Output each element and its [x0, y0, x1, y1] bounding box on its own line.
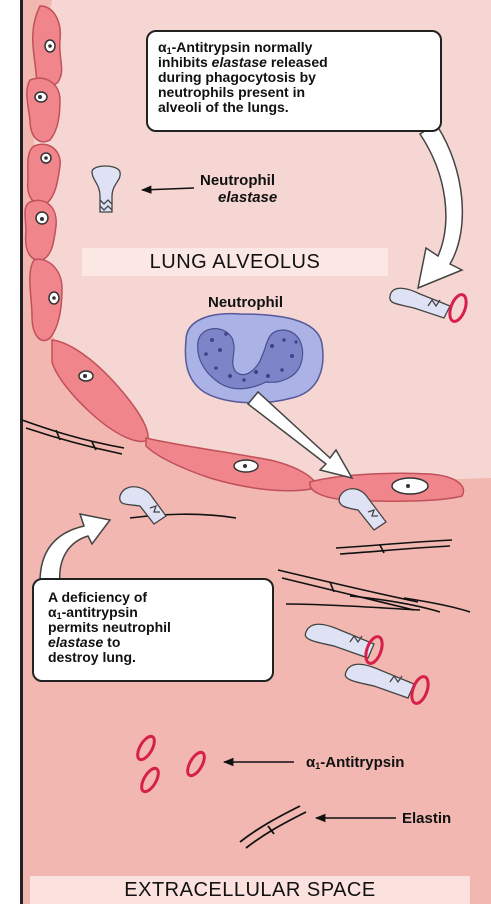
top-callout: α1-Antitrypsin normally inhibits elastas… — [146, 30, 442, 132]
neutrophil-cell — [185, 314, 323, 403]
epithelial-cell — [33, 6, 62, 87]
bottom-callout-line1: A deficiency of — [48, 590, 258, 605]
left-border — [20, 0, 23, 904]
top-callout-line3: during phagocytosis by — [158, 70, 430, 85]
top-callout-line2: inhibits elastase released — [158, 55, 430, 70]
bottom-callout-line2: α1-antitrypsin — [48, 605, 258, 620]
top-callout-line1: α1-Antitrypsin normally — [158, 40, 430, 55]
neutrophil-label: Neutrophil — [208, 294, 283, 311]
neutrophil-elastase-line1: Neutrophil — [200, 172, 277, 189]
top-callout-line5: alveoli of the lungs. — [158, 100, 430, 115]
epithelial-cell — [310, 473, 464, 501]
neutrophil-elastase-line2: elastase — [200, 189, 277, 206]
lung-alveolus-label: LUNG ALVEOLUS — [82, 248, 388, 276]
bottom-callout: A deficiency of α1-antitrypsin permits n… — [32, 578, 274, 682]
elastin-label: Elastin — [402, 810, 451, 827]
extracellular-space-label: EXTRACELLULAR SPACE — [30, 876, 470, 904]
neutrophil-elastase-label: Neutrophil elastase — [200, 172, 277, 206]
bottom-callout-line5: destroy lung. — [48, 650, 258, 665]
antitrypsin-label: α1-Antitrypsin — [306, 754, 404, 771]
top-callout-line4: neutrophils present in — [158, 85, 430, 100]
bottom-callout-line3: permits neutrophil — [48, 620, 258, 635]
bottom-callout-line4: elastase to — [48, 635, 258, 650]
epithelial-cell — [27, 78, 60, 142]
